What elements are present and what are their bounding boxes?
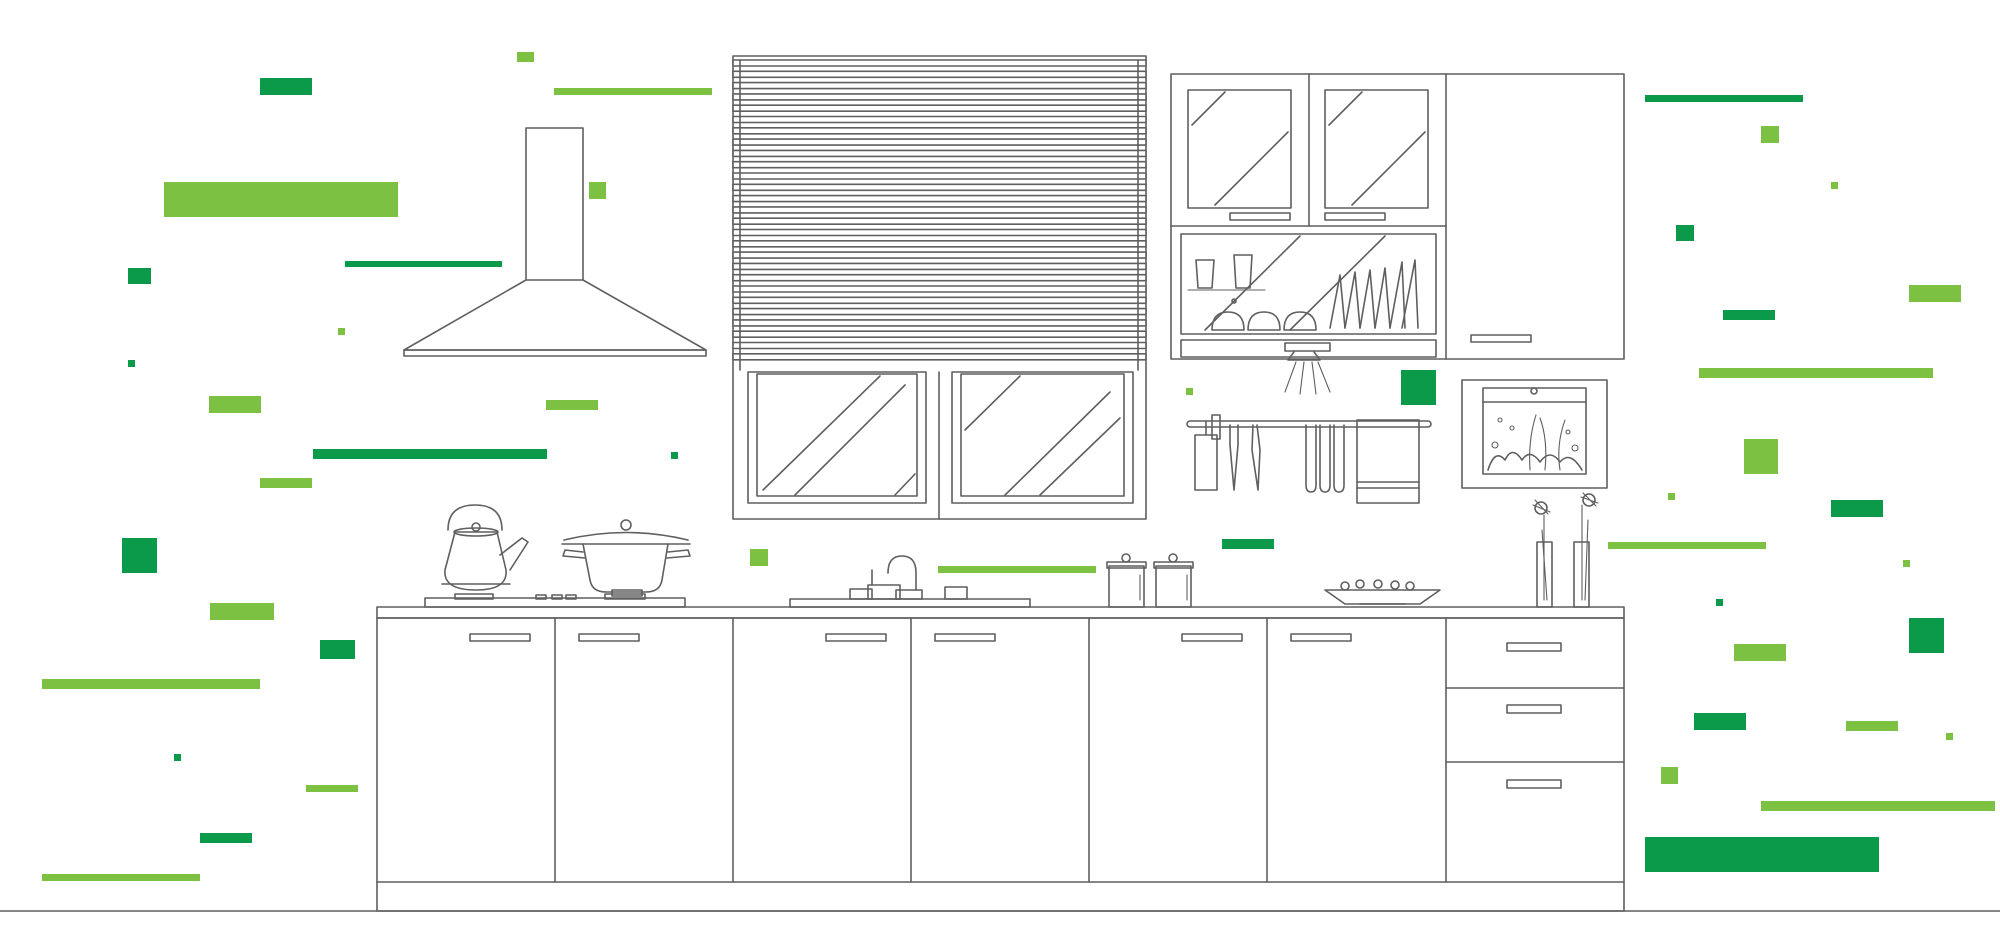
green-block (1831, 182, 1838, 189)
green-block (750, 549, 768, 566)
green-block (1761, 126, 1779, 143)
blind-slat (732, 183, 1147, 192)
green-block (42, 679, 260, 689)
green-block (1723, 310, 1775, 320)
blind-slat (732, 93, 1147, 101)
green-block (260, 478, 312, 488)
blind-slat (732, 115, 1147, 124)
green-block (671, 452, 678, 459)
blind-slat (732, 319, 1147, 327)
green-block (1186, 388, 1193, 395)
green-block (128, 360, 135, 367)
green-block (1694, 713, 1746, 730)
green-block (174, 754, 181, 761)
base-cabinets (376, 606, 1625, 912)
blind-slat (732, 296, 1147, 305)
green-block (209, 396, 261, 413)
green-block (1661, 767, 1678, 784)
blind-slat (732, 307, 1147, 316)
blind-slat (732, 160, 1147, 169)
sink-faucet (789, 555, 1031, 608)
green-block (164, 182, 398, 217)
green-block (1699, 368, 1933, 378)
green-block (1668, 493, 1675, 500)
blind-slat (732, 127, 1147, 135)
green-block (345, 261, 502, 267)
green-block (1716, 599, 1723, 606)
blind-slat (732, 251, 1147, 259)
green-block (313, 449, 547, 459)
blind-slat (732, 273, 1147, 282)
wall-picture-aquarium (1461, 379, 1608, 489)
flower-vases (1532, 492, 1599, 608)
green-block (1744, 439, 1778, 474)
green-block (589, 182, 606, 199)
green-block (546, 400, 598, 410)
utensil-rail (1186, 414, 1432, 504)
drawers (1445, 642, 1625, 789)
blind-slat (732, 81, 1147, 90)
green-block (1676, 225, 1694, 241)
green-block (1645, 837, 1879, 872)
green-block (1222, 539, 1274, 549)
green-block (320, 640, 355, 659)
green-block (128, 268, 151, 284)
green-block (210, 603, 274, 620)
blind-slat (732, 59, 1147, 67)
green-block (938, 566, 1096, 573)
green-block (1846, 721, 1898, 731)
green-block (200, 833, 252, 843)
green-block (1909, 285, 1961, 302)
green-block (42, 874, 200, 881)
blind-slat (732, 194, 1147, 203)
blind-slat (732, 285, 1147, 293)
kettle (441, 504, 529, 591)
green-block (1831, 500, 1883, 517)
green-block (1761, 801, 1995, 811)
blind-slat (732, 240, 1147, 248)
blind-slats (732, 59, 1147, 361)
green-block (1645, 95, 1803, 102)
green-block (1946, 733, 1953, 740)
blind-slat (732, 149, 1147, 158)
cooking-pot (561, 519, 691, 597)
blind-slat (732, 70, 1147, 79)
green-block (122, 538, 157, 573)
blind-slat (732, 138, 1147, 146)
range-hood (403, 127, 707, 357)
blind-slat (732, 262, 1147, 271)
green-block (1608, 542, 1766, 549)
blind-slat (732, 217, 1147, 225)
decorative-green-blocks (42, 52, 1995, 881)
green-block (260, 78, 312, 95)
green-block (338, 328, 345, 335)
green-block (1734, 644, 1786, 661)
window-blinds (732, 55, 1147, 520)
blind-slat (732, 352, 1147, 361)
green-block (1401, 370, 1436, 405)
blind-slat (732, 228, 1147, 237)
green-block (554, 88, 712, 95)
upper-cabinets (1170, 73, 1625, 395)
window-panes (747, 371, 1134, 520)
green-block (1903, 560, 1910, 567)
blind-slat (732, 330, 1147, 339)
stovetop (424, 593, 686, 608)
green-block (1909, 618, 1944, 653)
fruit-bowl (1324, 579, 1441, 605)
green-block (306, 785, 358, 792)
blind-slat (732, 104, 1147, 112)
blind-slat (732, 206, 1147, 214)
green-block (517, 52, 534, 62)
blind-slat (732, 341, 1147, 350)
canisters (1106, 553, 1194, 608)
blind-slat (732, 172, 1147, 180)
